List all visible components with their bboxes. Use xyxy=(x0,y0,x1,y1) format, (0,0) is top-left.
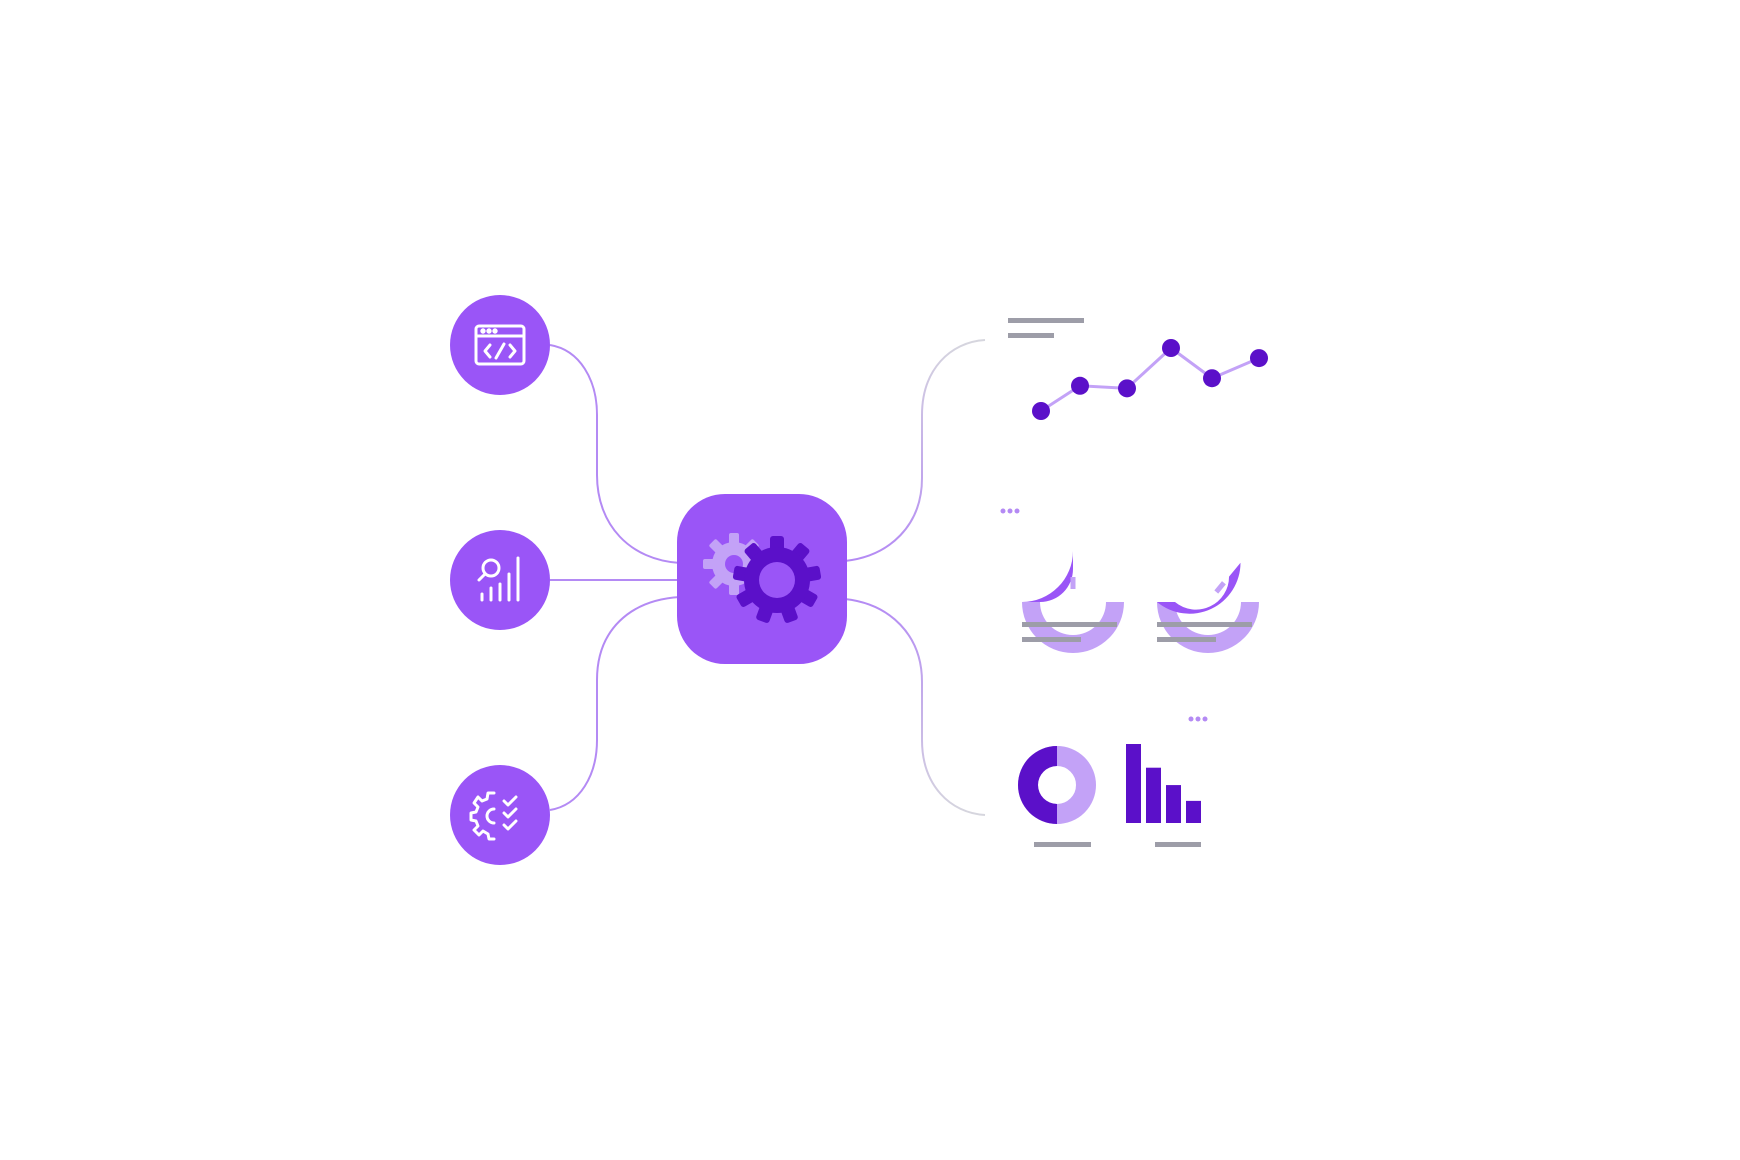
gauge-needle xyxy=(1214,581,1226,594)
line-point xyxy=(1032,402,1050,420)
gauge-1-labels xyxy=(1022,622,1117,642)
gear-checklist-icon xyxy=(469,791,518,841)
connector-charts xyxy=(844,598,986,816)
gears-icon xyxy=(703,533,822,623)
input-node-config[interactable] xyxy=(450,765,550,865)
connectors-right xyxy=(844,339,986,816)
line-point xyxy=(1203,369,1221,388)
gauge-arc xyxy=(1022,551,1073,602)
input-node-code[interactable] xyxy=(450,295,550,395)
hub-node[interactable] xyxy=(677,494,847,664)
large-gear-icon xyxy=(732,536,822,623)
bar-label-placeholder xyxy=(1155,842,1201,847)
bar xyxy=(1166,785,1181,823)
line-point xyxy=(1250,349,1268,368)
donut-chart-icon xyxy=(1018,746,1096,824)
gauge-arc xyxy=(1157,562,1241,614)
connector-line-chart xyxy=(844,339,986,562)
line-chart-title-placeholder xyxy=(1008,318,1084,323)
more-dots-icon[interactable] xyxy=(1188,716,1208,722)
line-point xyxy=(1071,376,1089,395)
line-chart-subtitle-placeholder xyxy=(1008,333,1054,338)
connector-code xyxy=(549,344,681,564)
bar xyxy=(1146,767,1161,823)
bar-chart-icon xyxy=(1126,744,1201,823)
line-point xyxy=(1162,339,1180,357)
connector-config xyxy=(549,596,681,811)
connectors-left xyxy=(549,344,681,811)
donut-label-placeholder xyxy=(1034,842,1091,847)
line-point xyxy=(1118,379,1136,398)
gauge-2-labels xyxy=(1157,622,1252,642)
output-line-chart xyxy=(1008,318,1268,420)
code-window-icon xyxy=(474,324,526,366)
donut-slice xyxy=(1018,746,1057,824)
bar xyxy=(1126,744,1141,823)
gauge-arc xyxy=(1022,602,1124,653)
line-chart-icon xyxy=(1032,339,1268,420)
search-analytics-icon xyxy=(477,556,520,602)
input-node-analytics[interactable] xyxy=(450,530,550,630)
more-dots-icon[interactable] xyxy=(1000,508,1020,514)
bar xyxy=(1186,800,1201,823)
